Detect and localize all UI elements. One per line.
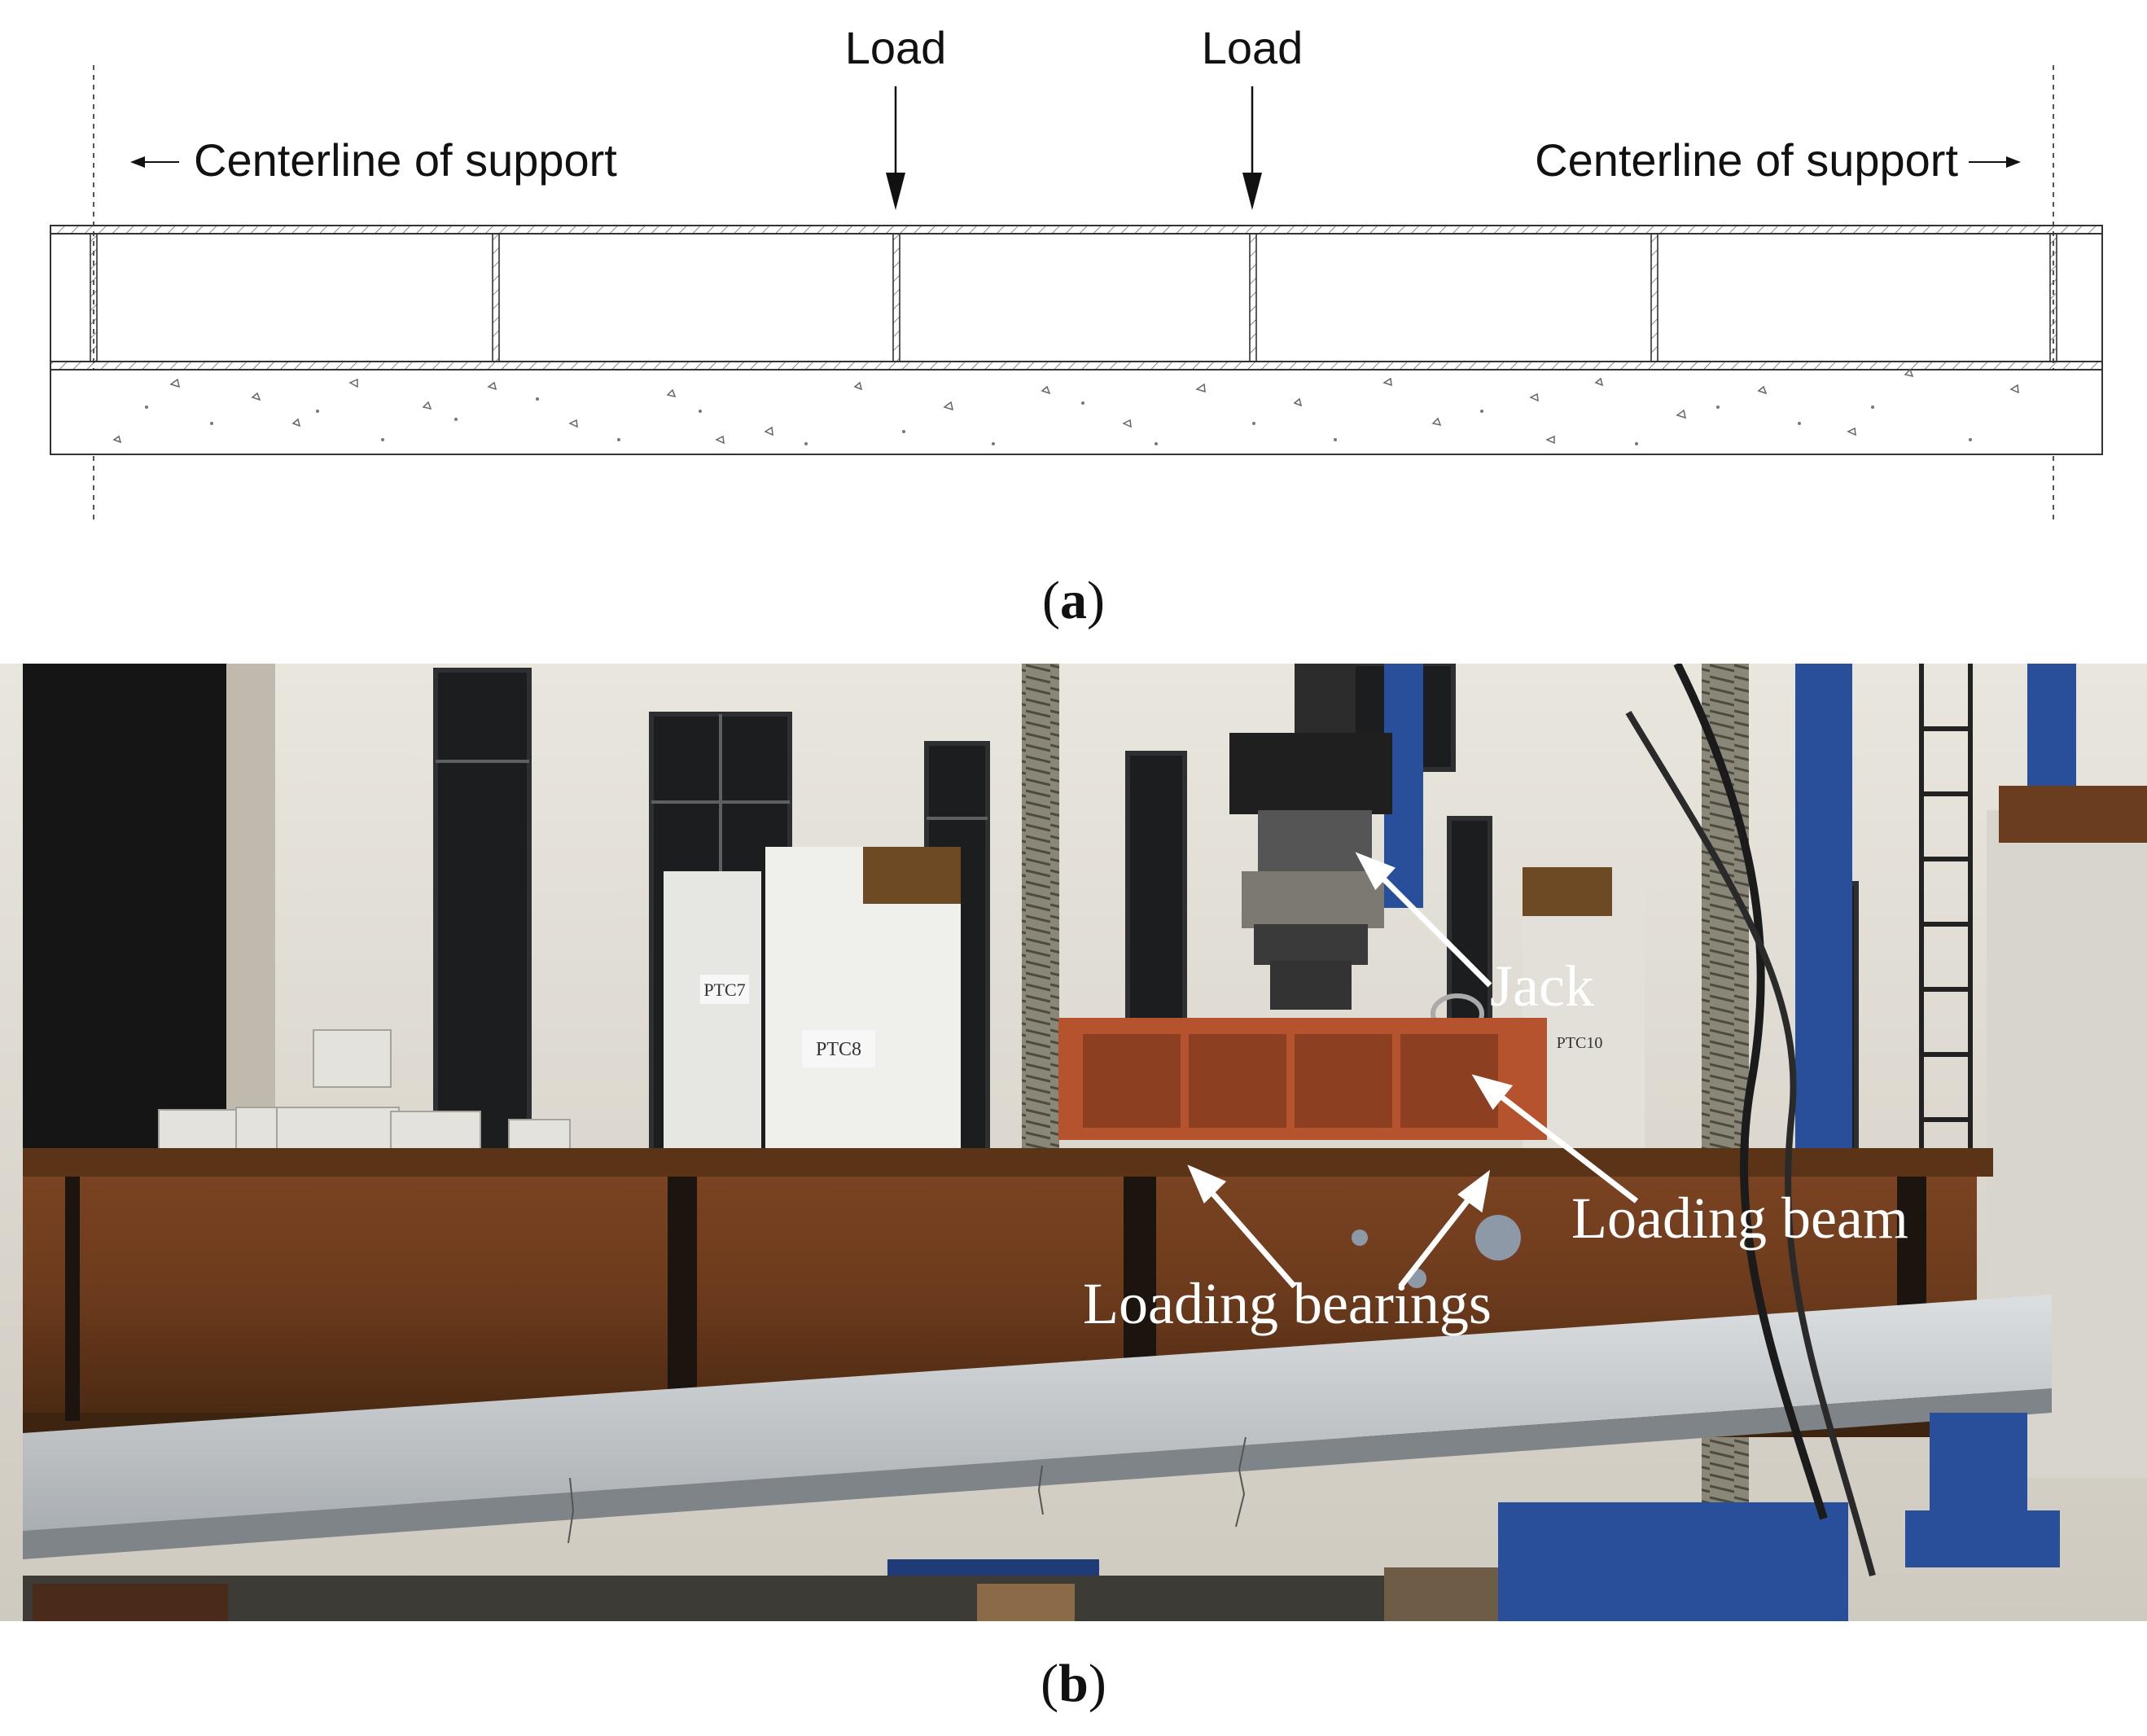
bottom-flange — [50, 361, 2103, 370]
rusty-top — [1999, 786, 2147, 843]
window — [433, 668, 532, 1153]
arrow-jack — [1374, 869, 1492, 988]
steel-web — [50, 233, 2103, 362]
arrow-loading-beam-head — [1471, 1074, 1514, 1111]
rusty-cap — [863, 847, 961, 904]
label-loading-beam: Loading beam — [1571, 1186, 1908, 1251]
caption-a: (a) — [1042, 571, 1105, 630]
cable-bundle — [1625, 710, 1876, 1577]
concrete-slab — [23, 1295, 2052, 1531]
stiffener — [892, 233, 900, 362]
aggregate-dots — [145, 397, 1972, 445]
tag-ptc7: PTC7 — [703, 980, 745, 1000]
aggregate-speckles — [112, 368, 2019, 445]
load-arrow-left-head — [886, 173, 905, 210]
cable-bundle — [1673, 661, 1828, 1520]
support-label-right: Centerline of support — [1535, 134, 1958, 186]
test-setup-photo: PTC7 PTC8 PTC10 — [0, 661, 2147, 1621]
load-label-right: Load — [1202, 22, 1304, 73]
annotation-arrows — [1187, 852, 1639, 1289]
arrow-bearing-left-head — [1187, 1164, 1227, 1204]
floor-block — [33, 1584, 228, 1621]
stiffener — [1249, 233, 1257, 362]
slab-cracks — [567, 1436, 1247, 1544]
load-label-left: Load — [845, 22, 947, 73]
stiffener — [1650, 233, 1658, 362]
tag-ptc8: PTC8 — [816, 1039, 861, 1060]
arrow-bearing-right-head — [1457, 1169, 1491, 1213]
floor-block — [977, 1584, 1075, 1621]
support-frame — [1905, 1510, 2060, 1567]
photo-illustration: PTC7 PTC8 PTC10 — [0, 661, 2147, 1621]
tag-ptc8-box — [802, 1030, 875, 1067]
concrete-slab — [50, 369, 2103, 455]
arrow-bearing-left — [1203, 1182, 1297, 1289]
support-arrow-right-head — [2006, 156, 2021, 168]
stiffener — [492, 233, 500, 362]
floor — [23, 1576, 1488, 1621]
beam-schematic: Load Load Centerline of support Centerli… — [50, 22, 2103, 521]
arrow-bearing-right — [1398, 1190, 1476, 1289]
wall-pillar — [226, 664, 275, 1168]
schematic-panel: Load Load Centerline of support Centerli… — [0, 0, 2147, 554]
floor-block — [1384, 1567, 1498, 1621]
tag-ptc7-box — [700, 975, 749, 1004]
hydraulic-jack — [1229, 664, 1484, 1034]
label-jack: Jack — [1490, 953, 1594, 1019]
arrow-jack-head — [1355, 852, 1396, 891]
support-arrow-left-head — [130, 156, 145, 168]
support-frame — [1498, 1502, 1848, 1621]
slab-underside — [23, 1388, 2052, 1559]
top-flange — [50, 225, 2103, 235]
arrow-loading-beam — [1492, 1089, 1639, 1203]
caption-b: (b) — [1041, 1654, 1106, 1713]
stiffener — [90, 233, 98, 362]
label-loading-bearings: Loading bearings — [1083, 1271, 1492, 1336]
stiffeners — [90, 233, 2057, 362]
rusty-cap — [1523, 867, 1612, 916]
stiffener — [2049, 233, 2057, 362]
dark-doorway — [23, 664, 226, 1185]
support-label-left: Centerline of support — [194, 134, 617, 186]
load-arrow-right-head — [1242, 173, 1262, 210]
loading-beam — [1058, 1018, 1547, 1140]
tag-ptc10: PTC10 — [1557, 1034, 1603, 1052]
steel-girder-top-flange — [23, 1148, 1993, 1177]
support-frame — [1930, 1413, 2027, 1527]
